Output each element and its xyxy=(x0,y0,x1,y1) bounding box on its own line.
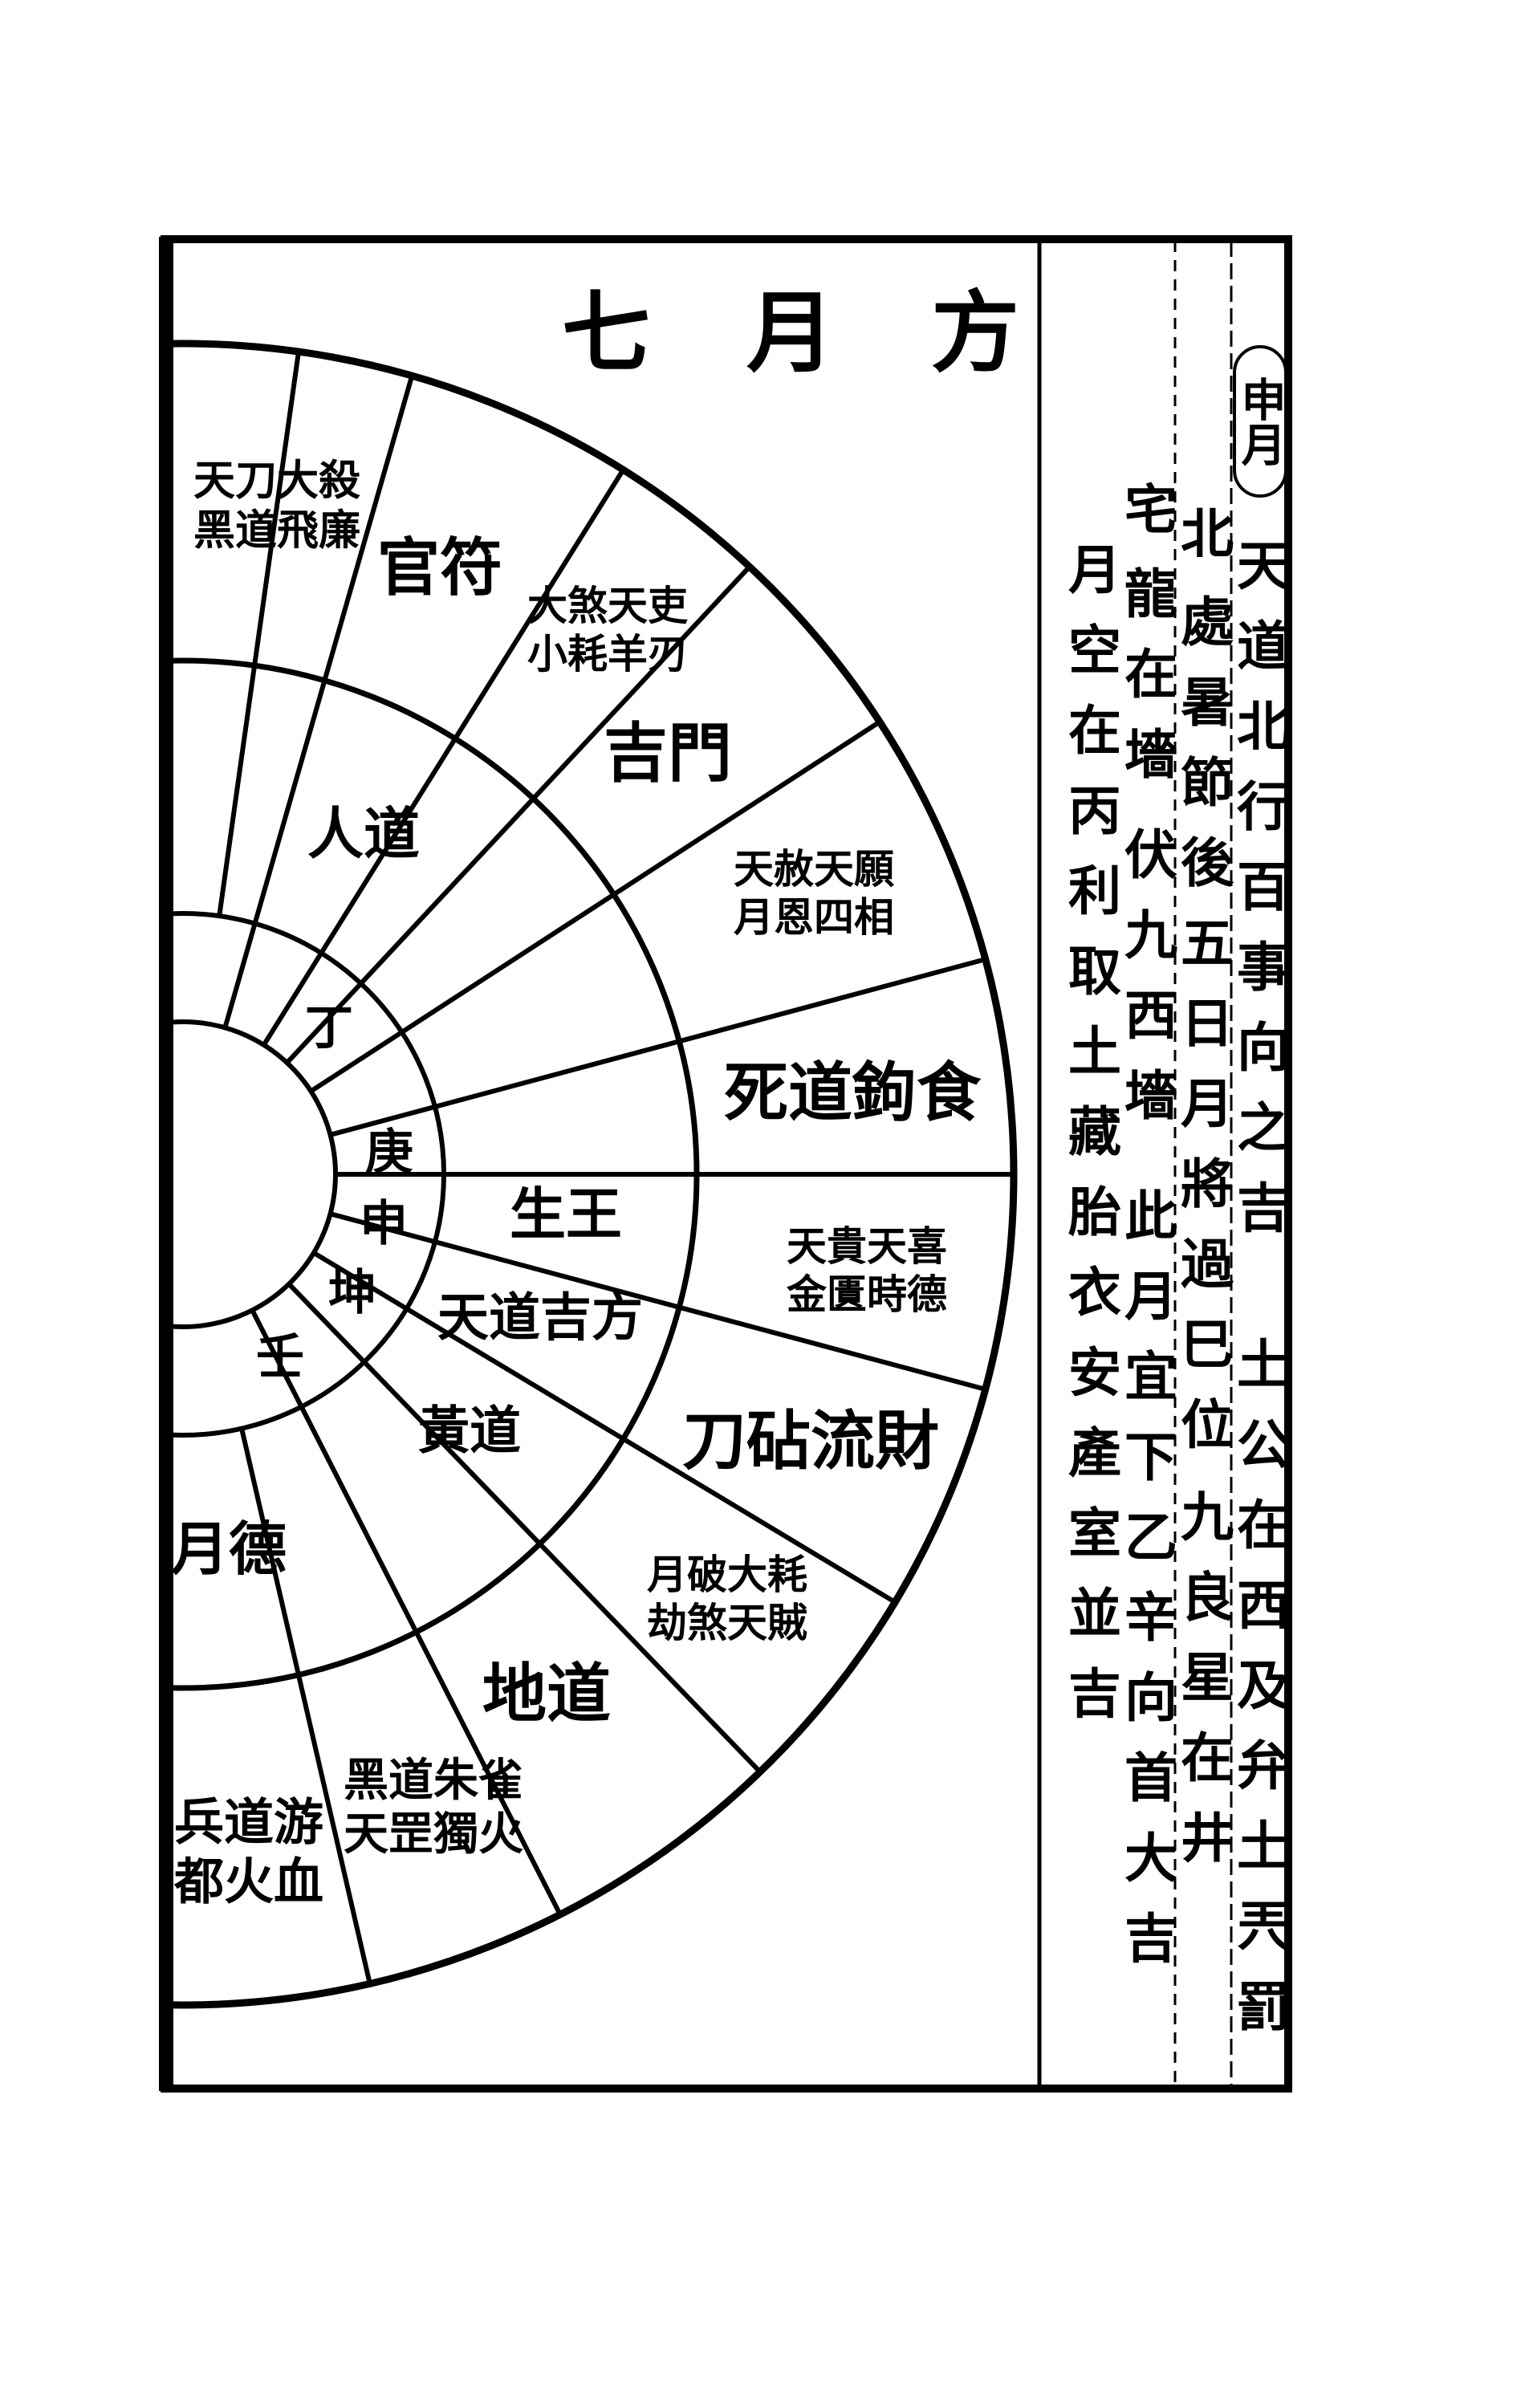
note-column-1a: 天道北行百事向之吉 xyxy=(1228,538,1291,1260)
note-column-2b: 處暑節後五日月將過巳位 xyxy=(1172,594,1234,1477)
wheel-label-knife: 刀砧流財 xyxy=(682,1403,939,1479)
wheel-label-earth-road: 地道 xyxy=(482,1656,611,1731)
wheel-label-ren: 壬 xyxy=(256,1329,304,1385)
wheel-spoke xyxy=(222,375,415,1029)
wheel-spokes xyxy=(217,351,1014,1985)
note-column-4: 月空在丙利取土藏胎衣安產室並吉 xyxy=(1059,542,1122,1746)
left-spine xyxy=(159,237,173,2091)
wheel-label-yellow-road: 黃道 xyxy=(418,1401,521,1462)
wheel-spoke xyxy=(239,1427,372,1985)
wheel-spoke xyxy=(285,565,752,1065)
wheel-label-death-road: 死道鉤食 xyxy=(724,1055,981,1130)
wheel-label-earth-king: 生王 xyxy=(510,1181,622,1247)
wheel-label-small-d: 月破大耗劫煞天賊 xyxy=(647,1551,807,1646)
note-column-2c: 九良星在井 xyxy=(1172,1489,1234,1890)
wheel-spoke xyxy=(329,957,986,1137)
wheel-hub xyxy=(173,1019,338,1329)
wheel-label-soldier: 兵道游都火血 xyxy=(173,1792,323,1911)
wheel-spoke xyxy=(309,719,881,1094)
wheel-spoke xyxy=(287,1282,762,1774)
wheel-spoke xyxy=(312,1251,897,1605)
wheel-label-shen: 申 xyxy=(360,1196,408,1252)
wheel-label-small-a: 大煞天吏小耗羊刃 xyxy=(527,582,688,677)
wheel-label-geng: 庚 xyxy=(365,1125,413,1181)
direction-wheel xyxy=(173,340,1018,2009)
note-column-3c: 伏九西墻 xyxy=(1116,827,1178,1148)
wheel-label-black-road: 黑道朱雀天罡獨火 xyxy=(344,1753,523,1861)
wheel-label-small-b: 天赦天願月恩四相 xyxy=(734,845,894,941)
wheel-label-heaven-road: 天道吉方 xyxy=(437,1287,643,1348)
month-badge: 申月 xyxy=(1233,345,1287,498)
wheel-label-ding: 丁 xyxy=(305,1000,353,1056)
wheel-spoke xyxy=(262,468,626,1047)
wheel-spoke xyxy=(217,351,302,917)
wheel-label-top: 天刀大殺黑道飛廉 xyxy=(193,456,360,555)
note-column-2a: 北 xyxy=(1172,506,1234,586)
note-column-1b: 土公在西及弁土兲罰 xyxy=(1228,1336,1291,2059)
wheel-label-officer: 官符 xyxy=(376,531,502,605)
wheel-label-kun: 坤 xyxy=(328,1265,376,1321)
wheel-label-small-c: 天貴天喜金匱時德 xyxy=(787,1222,947,1318)
wheel-label-month-virtue: 月德 xyxy=(170,1514,287,1583)
wheel-label-human-road: 人道 xyxy=(307,800,420,867)
wheel-spoke xyxy=(329,1211,986,1392)
wheel-spoke xyxy=(250,1308,563,1916)
page-title: 七月方 xyxy=(562,281,1116,384)
note-column-3d: 此月宜下乙辛向首大吉 xyxy=(1116,1188,1178,1991)
note-column-3b: 龍在墻 xyxy=(1116,566,1178,807)
note-column-3a: 宅 xyxy=(1116,482,1178,562)
wheel-label-gate: 吉門 xyxy=(604,715,732,791)
